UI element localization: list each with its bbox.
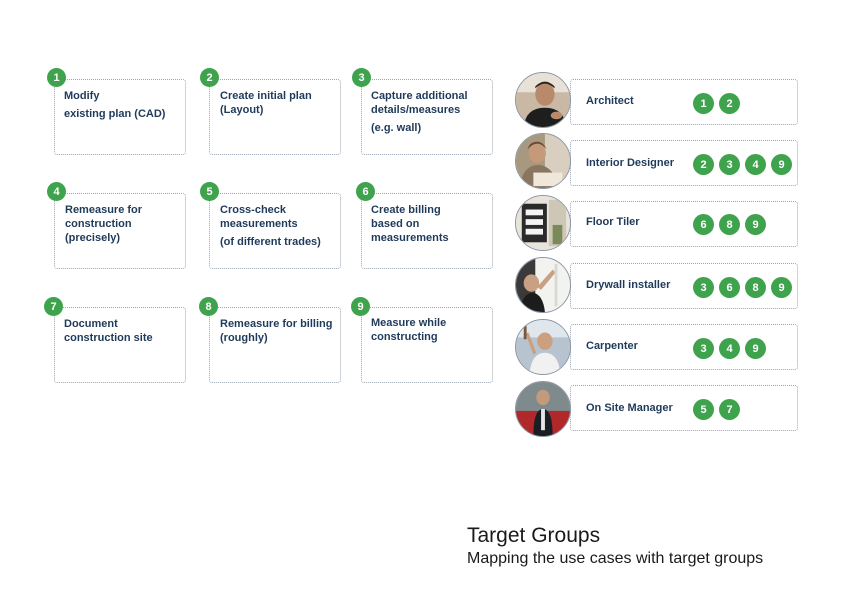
role-label-interior-designer: Interior Designer — [586, 157, 675, 169]
use-case-card-3 — [361, 79, 493, 155]
use-case-badges-on-site-manager: 5 7 — [693, 399, 740, 420]
slide-title: Target Groups — [467, 524, 601, 547]
use-case-5-line-2: measurements — [220, 218, 298, 230]
use-case-badges-drywall-installer: 3 6 8 9 — [693, 277, 792, 298]
use-case-card-8 — [209, 307, 341, 383]
use-case-label-4: Remeasure for construction (precisely) — [65, 203, 142, 245]
architect-photo — [515, 72, 571, 128]
use-case-number-2: 2 — [200, 68, 219, 87]
use-case-number-5: 5 — [200, 182, 219, 201]
use-case-label-7: Document construction site — [64, 317, 153, 345]
carpenter-photo — [515, 319, 571, 375]
use-case-6-line-3: measurements — [371, 232, 449, 244]
use-case-4-line-2: construction — [65, 218, 132, 230]
use-case-badge: 4 — [719, 338, 740, 359]
use-case-number-9: 9 — [351, 297, 370, 316]
use-case-card-6 — [361, 193, 493, 269]
use-case-1-line-2: existing plan (CAD) — [64, 108, 166, 120]
use-case-card-4 — [54, 193, 186, 269]
use-case-badge: 2 — [693, 154, 714, 175]
use-case-label-5: Cross-check measurements (of different t… — [220, 203, 321, 249]
floor-tiler-photo — [515, 195, 571, 251]
site-manager-photo-image — [516, 382, 570, 436]
use-case-7-line-1: Document — [64, 318, 118, 330]
role-label-floor-tiler: Floor Tiler — [586, 216, 640, 228]
use-case-number-6: 6 — [356, 182, 375, 201]
use-case-number-8: 8 — [199, 297, 218, 316]
use-case-number-1: 1 — [47, 68, 66, 87]
use-case-badge: 8 — [719, 214, 740, 235]
use-case-badge: 9 — [745, 214, 766, 235]
use-case-badge: 5 — [693, 399, 714, 420]
use-case-2-line-1: Create initial plan — [220, 90, 312, 102]
use-case-4-line-3: (precisely) — [65, 232, 121, 244]
use-case-number-3: 3 — [352, 68, 371, 87]
use-case-badge: 2 — [719, 93, 740, 114]
use-case-1-line-1: Modify — [64, 90, 100, 102]
use-case-7-line-2: construction site — [64, 332, 153, 344]
use-case-8-line-1: Remeasure for billing — [220, 318, 333, 330]
use-case-card-5 — [209, 193, 341, 269]
role-label-architect: Architect — [586, 95, 634, 107]
use-case-card-7 — [54, 307, 186, 383]
use-case-3-line-3: (e.g. wall) — [371, 122, 422, 134]
role-label-on-site-manager: On Site Manager — [586, 402, 673, 414]
use-case-badges-architect: 1 2 — [693, 93, 740, 114]
use-case-label-2: Create initial plan (Layout) — [220, 89, 312, 117]
architect-photo-image — [516, 73, 570, 127]
use-case-3-line-1: Capture additional — [371, 90, 468, 102]
drywall-installer-photo-image — [516, 258, 570, 312]
use-case-badge: 9 — [771, 277, 792, 298]
role-label-drywall-installer: Drywall installer — [586, 279, 671, 291]
use-case-badges-carpenter: 3 4 9 — [693, 338, 766, 359]
use-case-card-9 — [361, 307, 493, 383]
use-case-badge: 3 — [719, 154, 740, 175]
use-case-badge: 6 — [719, 277, 740, 298]
use-case-8-line-2: (roughly) — [220, 332, 268, 344]
use-case-label-9: Measure while constructing — [371, 316, 446, 344]
use-case-9-line-1: Measure while — [371, 317, 447, 329]
interior-designer-photo — [515, 133, 571, 189]
use-case-badge: 9 — [771, 154, 792, 175]
use-case-badge: 3 — [693, 338, 714, 359]
floor-tiler-photo-image — [516, 196, 570, 250]
use-case-6-line-1: Create billing — [371, 204, 441, 216]
use-case-card-1 — [54, 79, 186, 155]
use-case-2-line-2: (Layout) — [220, 104, 264, 116]
use-case-badge: 8 — [745, 277, 766, 298]
slide-subtitle: Mapping the use cases with target groups — [467, 550, 764, 567]
use-case-badge: 9 — [745, 338, 766, 359]
use-case-label-6: Create billing based on measurements — [371, 203, 449, 245]
use-case-number-4: 4 — [47, 182, 66, 201]
use-case-label-8: Remeasure for billing (roughly) — [220, 317, 332, 345]
use-case-label-1: Modify existing plan (CAD) — [64, 89, 165, 121]
use-case-3-line-2: details/measures — [371, 104, 461, 116]
use-case-badge: 4 — [745, 154, 766, 175]
use-case-badges-floor-tiler: 6 8 9 — [693, 214, 766, 235]
use-case-5-line-3: (of different trades) — [220, 236, 321, 248]
use-case-badge: 7 — [719, 399, 740, 420]
site-manager-photo — [515, 381, 571, 437]
carpenter-photo-image — [516, 320, 570, 374]
use-case-badge: 6 — [693, 214, 714, 235]
use-case-badges-interior-designer: 2 3 4 9 — [693, 154, 792, 175]
use-case-badge: 3 — [693, 277, 714, 298]
drywall-installer-photo — [515, 257, 571, 313]
use-case-5-line-1: Cross-check — [220, 204, 287, 216]
use-case-label-3: Capture additional details/measures (e.g… — [371, 89, 468, 135]
use-case-9-line-2: constructing — [371, 331, 438, 343]
use-case-6-line-2: based on — [371, 218, 420, 230]
use-case-4-line-1: Remeasure for — [65, 204, 143, 216]
use-case-badge: 1 — [693, 93, 714, 114]
use-case-number-7: 7 — [44, 297, 63, 316]
interior-designer-photo-image — [516, 134, 570, 188]
role-label-carpenter: Carpenter — [586, 340, 638, 352]
use-case-card-2 — [209, 79, 341, 155]
